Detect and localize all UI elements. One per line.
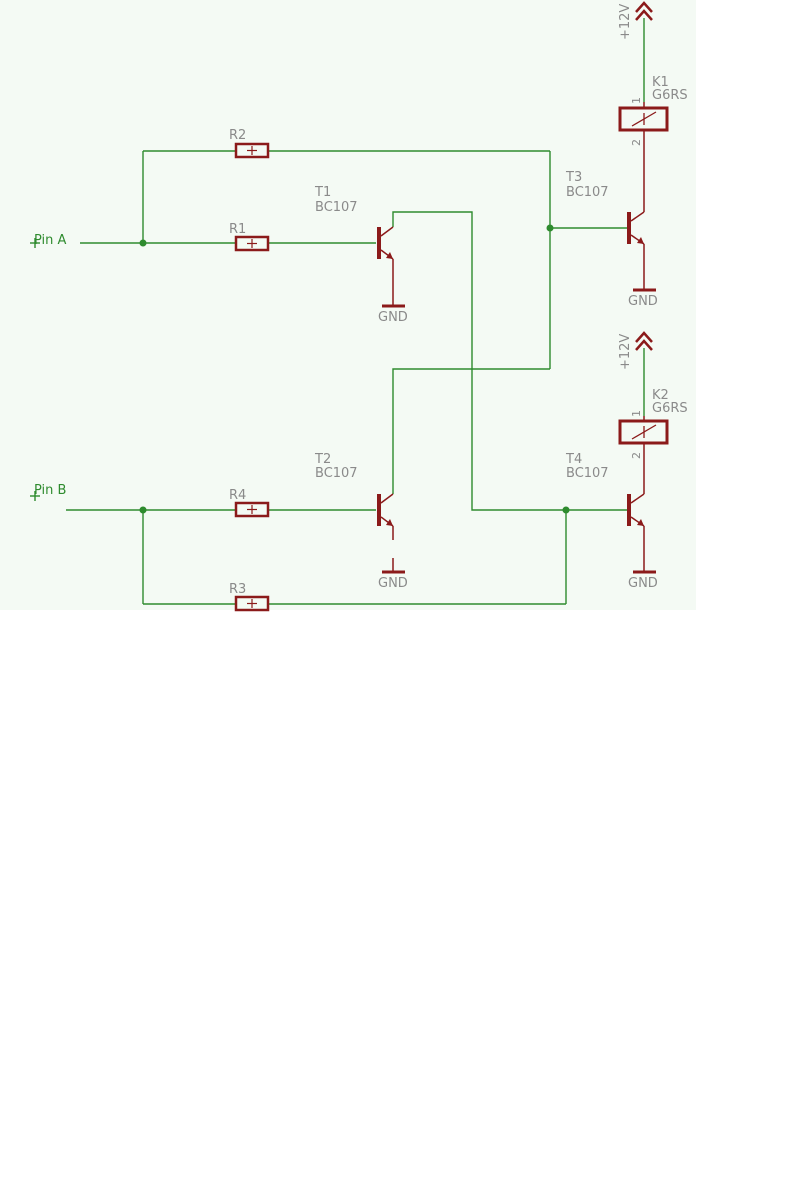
relay-k1-pin2: 2 [630,139,643,146]
resistor-r3-label: R3 [229,582,246,597]
junction-pin-a [139,239,147,247]
transistor-t3-collector [630,211,645,222]
transistor-t2-name: T2 [314,452,331,467]
supply-k1-arrow-upper [635,1,653,13]
wire-t2-collector [392,368,550,494]
resistor-r1[interactable]: R1 [229,222,270,252]
wires [30,18,645,605]
relay-k1-value: G6RS [652,88,688,103]
relay-k1-name: K1 [652,75,669,90]
resistor-r4[interactable]: R4 [229,488,270,518]
ground-t2-label: GND [378,576,408,591]
transistor-t3-name: T3 [565,170,582,185]
junction-pin-b [139,506,147,514]
resistor-r2-label: R2 [229,128,246,143]
supply-k2-arrow-upper [635,331,653,343]
junctions [139,224,570,514]
resistor-r2[interactable]: R2 [229,128,270,159]
relay-k2-pin2: 2 [630,452,643,459]
transistor-t4[interactable]: T4 BC107 GND [565,452,658,591]
wire-t1-collector [392,211,627,511]
pin-b-label: Pin B [34,483,66,498]
resistor-r4-body [234,501,270,518]
junction-t4-base [562,506,570,514]
relay-k2-value: G6RS [652,401,688,416]
transistor-t4-arrow [637,519,644,526]
transistor-t3-value: BC107 [566,185,609,200]
transistor-t2[interactable]: T2 BC107 GND [314,452,408,591]
transistor-t1-value: BC107 [315,200,358,215]
transistor-t2-arrow [386,519,393,526]
transistor-t1-arrow [386,252,393,259]
transistor-t2-collector [380,493,394,504]
relay-k2-pin1: 1 [630,410,643,417]
resistor-r3-body [234,595,270,612]
transistor-t4-name: T4 [565,452,582,467]
relay-k1-pin1: 1 [630,97,643,104]
supply-k2-label: +12V [618,334,633,370]
supply-k1-label: +12V [618,4,633,40]
resistor-r2-body [234,142,270,159]
transistor-t3-arrow [637,237,644,244]
supply-k2: +12V [618,331,653,370]
resistor-r4-label: R4 [229,488,246,503]
pin-a-label: Pin A [34,233,67,248]
schematic-background [0,0,696,610]
resistor-r1-label: R1 [229,222,246,237]
resistor-r3[interactable]: R3 [229,582,270,612]
transistor-t2-value: BC107 [315,466,358,481]
ground-t3-label: GND [628,294,658,309]
transistor-t1[interactable]: T1 BC107 GND [314,185,408,325]
junction-t3-base [546,224,554,232]
transistor-t3[interactable]: T3 BC107 GND [565,146,658,309]
relay-k2-name: K2 [652,388,669,403]
transistor-t1-name: T1 [314,185,331,200]
transistor-t4-collector [630,493,645,504]
ground-t1-label: GND [378,310,408,325]
transistor-t4-value: BC107 [566,466,609,481]
transistor-t1-collector [380,226,394,237]
resistor-r1-body [234,235,270,252]
supply-k2-arrow-lower [635,339,653,351]
supply-k1: +12V [618,1,653,40]
ground-t4-label: GND [628,576,658,591]
supply-k1-arrow-lower [635,9,653,21]
relay-k2[interactable]: K2 G6RS 1 2 [618,388,688,460]
relay-k1[interactable]: K1 G6RS 1 2 [618,75,688,146]
